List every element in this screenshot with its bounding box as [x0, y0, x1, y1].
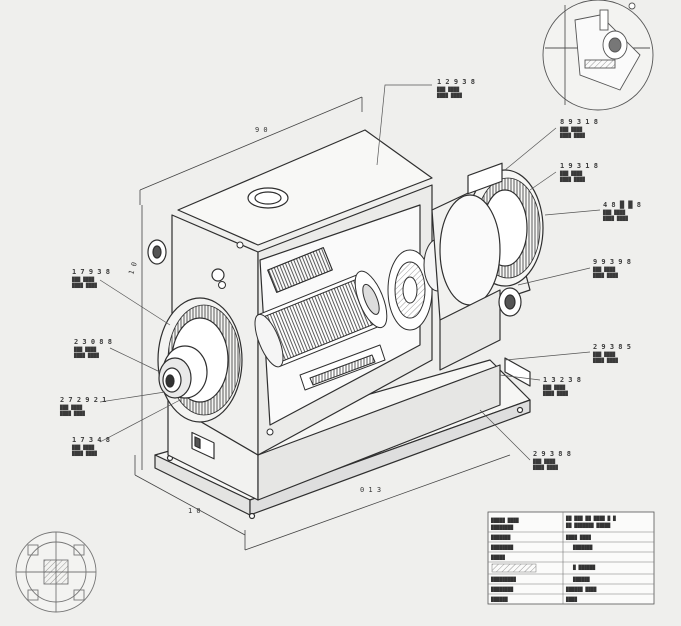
- callout-c7: 1 3 2 3 8 ███ ████ ████ ████: [542, 376, 581, 397]
- callout-code: 2 3 0 8 8: [74, 338, 112, 346]
- leader-c10: [109, 347, 161, 373]
- dimension-bottom-depth-label: 1 0: [188, 507, 201, 515]
- title-block-cell: ██████ ████: [565, 586, 597, 593]
- dimension-bottom-length-label: 0 1 3: [360, 486, 381, 494]
- dimension-bottom-length: [244, 454, 511, 551]
- callout-c3: 1 9 3 1 8 ███ ████ ████ ████: [559, 162, 598, 183]
- title-block: █████ ████ ██ ███ ██ ████ █ █ ██ ███████…: [487, 511, 655, 605]
- callout-c10: 2 3 0 8 8 ███ ████ ████ ████: [73, 338, 112, 359]
- title-block-cell: ████████: [490, 586, 513, 593]
- callout-desc: ███ ████: [602, 209, 625, 216]
- callout-desc: ███ ████: [59, 404, 82, 411]
- callout-code: 1 3 2 3 8: [543, 376, 581, 384]
- leader-c6: [504, 351, 591, 361]
- title-block-cell: ███████: [572, 544, 593, 551]
- title-block-cell: ██ ███████ █████: [565, 522, 610, 529]
- callout-desc: ████ ████: [71, 450, 97, 457]
- callout-labels: 1 2 9 3 8 ███ ████ ████ ████ 8 9 3 1 8 █…: [59, 78, 641, 471]
- title-block-cell: █████: [490, 554, 505, 561]
- callout-desc: ███ ████: [71, 276, 94, 283]
- callout-desc: ███ ████: [592, 266, 615, 273]
- motor-mount: [439, 287, 531, 387]
- leader-c3: [529, 171, 557, 191]
- callout-desc: ████ ████: [436, 92, 462, 99]
- dimension-top-width-label: 9 0: [255, 126, 268, 134]
- leader-c8: [479, 409, 531, 461]
- callout-desc: ████ ████: [592, 272, 618, 279]
- callout-desc: ███ ████: [592, 351, 615, 358]
- callout-desc: ███ ████: [559, 170, 582, 177]
- callout-desc: ████ ████: [542, 390, 568, 397]
- callout-c8: 2 9 3 8 8 ███ ████ ████ ████: [532, 450, 571, 471]
- internal-gear-train: [218, 238, 453, 436]
- callout-code: 1 9 3 1 8: [560, 162, 598, 170]
- callout-desc: ███ ████: [559, 126, 582, 133]
- dimension-bottom-depth: [134, 455, 246, 536]
- title-block-cell: ██████: [490, 596, 508, 603]
- lower-housing: [167, 364, 501, 501]
- front-shaft-flange: [157, 297, 243, 423]
- title-block-cell: ████████: [490, 544, 513, 551]
- callout-c9: 1 7 9 3 8 ███ ████ ████ ████: [71, 268, 110, 289]
- leader-c5: [517, 267, 591, 286]
- callout-desc: ████ ████: [59, 410, 85, 417]
- section-view: [15, 531, 97, 613]
- leader-c2: [504, 127, 557, 171]
- drive-motor: [431, 162, 544, 321]
- callout-desc: ███ ████: [73, 346, 96, 353]
- dimension-labels: 9 0 0 1 3 1 0 1 0: [127, 126, 381, 515]
- callout-code: 9 9 3 9 8: [593, 258, 631, 266]
- callout-c2: 8 9 3 1 8 ███ ████ ████ ████: [559, 118, 598, 139]
- callout-code: 2 9 3 8 8: [533, 450, 571, 458]
- callout-desc: ████ ████: [592, 357, 618, 364]
- callout-code: 1 2 9 3 8: [437, 78, 475, 86]
- callout-desc: ████ ████: [602, 215, 628, 222]
- callout-desc: ████ ████: [71, 282, 97, 289]
- callout-code: 4 8 █ █ 8: [603, 200, 641, 209]
- callout-c1: 1 2 9 3 8 ███ ████ ████ ████: [436, 78, 475, 99]
- callout-code: 2 9 3 8 5: [593, 343, 631, 351]
- callout-desc: ███ ████: [542, 384, 565, 391]
- detail-view: [542, 0, 654, 111]
- callout-desc: ████ ████: [559, 132, 585, 139]
- callout-c11: 2 7 2 9 2 1 ███ ████ ████ ████: [59, 396, 106, 417]
- dimension-top-width: [139, 96, 363, 205]
- title-block-cell: ████: [565, 596, 577, 603]
- title-block-cell: ████ ████: [565, 534, 591, 541]
- callout-desc: ████ ████: [559, 176, 585, 183]
- leader-c12: [99, 399, 181, 443]
- callout-code: 8 9 3 1 8: [560, 118, 598, 126]
- leader-c7: [499, 374, 541, 381]
- title-block-cell: █████ ████: [490, 517, 519, 524]
- title-block-cell: █ ██████: [572, 564, 595, 571]
- title-block-cell: ████████: [490, 524, 513, 531]
- leader-c1: [376, 84, 432, 166]
- title-block-cell: ██ ███ ██ ████ █ █: [565, 515, 616, 522]
- dimension-lines: [134, 96, 511, 551]
- callout-desc: ███ ████: [71, 444, 94, 451]
- leader-c11: [99, 391, 166, 403]
- title-block-cell: ███████: [490, 534, 511, 541]
- callout-code: 2 7 2 9 2 1: [60, 396, 106, 404]
- callout-desc: ███ ████: [436, 86, 459, 93]
- callout-c6: 2 9 3 8 5 ███ ████ ████ ████: [592, 343, 631, 364]
- callout-c12: 1 7 3 4 8 ███ ████ ████ ████: [71, 436, 110, 457]
- callout-c5: 9 9 3 9 8 ███ ████ ████ ████: [592, 258, 631, 279]
- title-block-cell: ██████: [572, 576, 590, 583]
- leader-c4: [544, 209, 601, 216]
- leader-c9: [99, 279, 171, 326]
- machine-assembly: [147, 129, 544, 520]
- callout-desc: ████ ████: [532, 464, 558, 471]
- callout-desc: ███ ████: [532, 458, 555, 465]
- callout-code: 1 7 9 3 8: [72, 268, 110, 276]
- callout-c4: 4 8 █ █ 8 ███ ████ ████ ████: [602, 200, 641, 222]
- leader-lines: [99, 84, 601, 461]
- callout-desc: ████ ████: [73, 352, 99, 359]
- callout-code: 1 7 3 4 8: [72, 436, 110, 444]
- dimension-left-height-label: 1 0: [127, 261, 139, 276]
- title-block-cell: █████████: [490, 576, 516, 583]
- side-knob: [147, 239, 225, 282]
